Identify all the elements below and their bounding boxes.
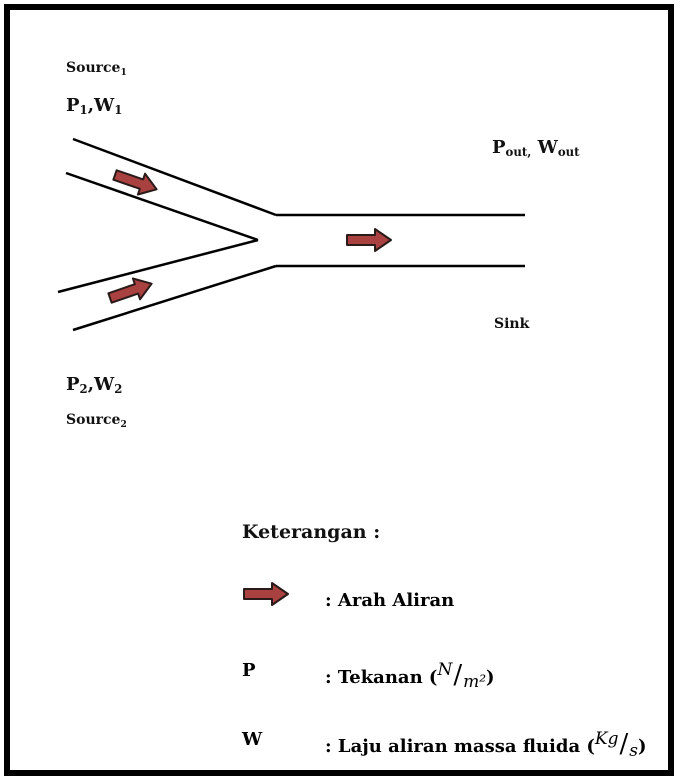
sink-label: Sink xyxy=(494,316,530,332)
legend-pressure-symbol: P xyxy=(242,660,256,681)
source2-label: Source2 xyxy=(66,412,127,430)
pipe-wall xyxy=(72,137,277,217)
legend-massflow-symbol: W xyxy=(242,729,263,750)
legend-pressure-text: : Tekanan (N/m²) xyxy=(325,660,495,692)
legend-title: Keterangan : xyxy=(242,521,381,543)
outlet-pw-label: Pout, Wout xyxy=(492,137,580,159)
pipe-wall xyxy=(72,264,277,332)
flow-arrow-icon xyxy=(243,582,289,606)
pipe-wall xyxy=(65,171,259,242)
source2-pw-label: P2,W2 xyxy=(66,374,123,396)
flow-arrow-icon xyxy=(346,228,392,252)
legend-massflow-text: : Laju aliran massa fluida (Kg/s) xyxy=(325,729,647,761)
pressure-unit: N/m² xyxy=(437,660,487,692)
legend-flow-text: : Arah Aliran xyxy=(325,590,455,611)
pipe-wall xyxy=(57,238,259,294)
diagram-frame xyxy=(4,4,674,776)
massflow-unit: Kg/s xyxy=(594,729,638,761)
source1-label: Source1 xyxy=(66,60,127,78)
source1-pw-label: P1,W1 xyxy=(66,95,123,117)
